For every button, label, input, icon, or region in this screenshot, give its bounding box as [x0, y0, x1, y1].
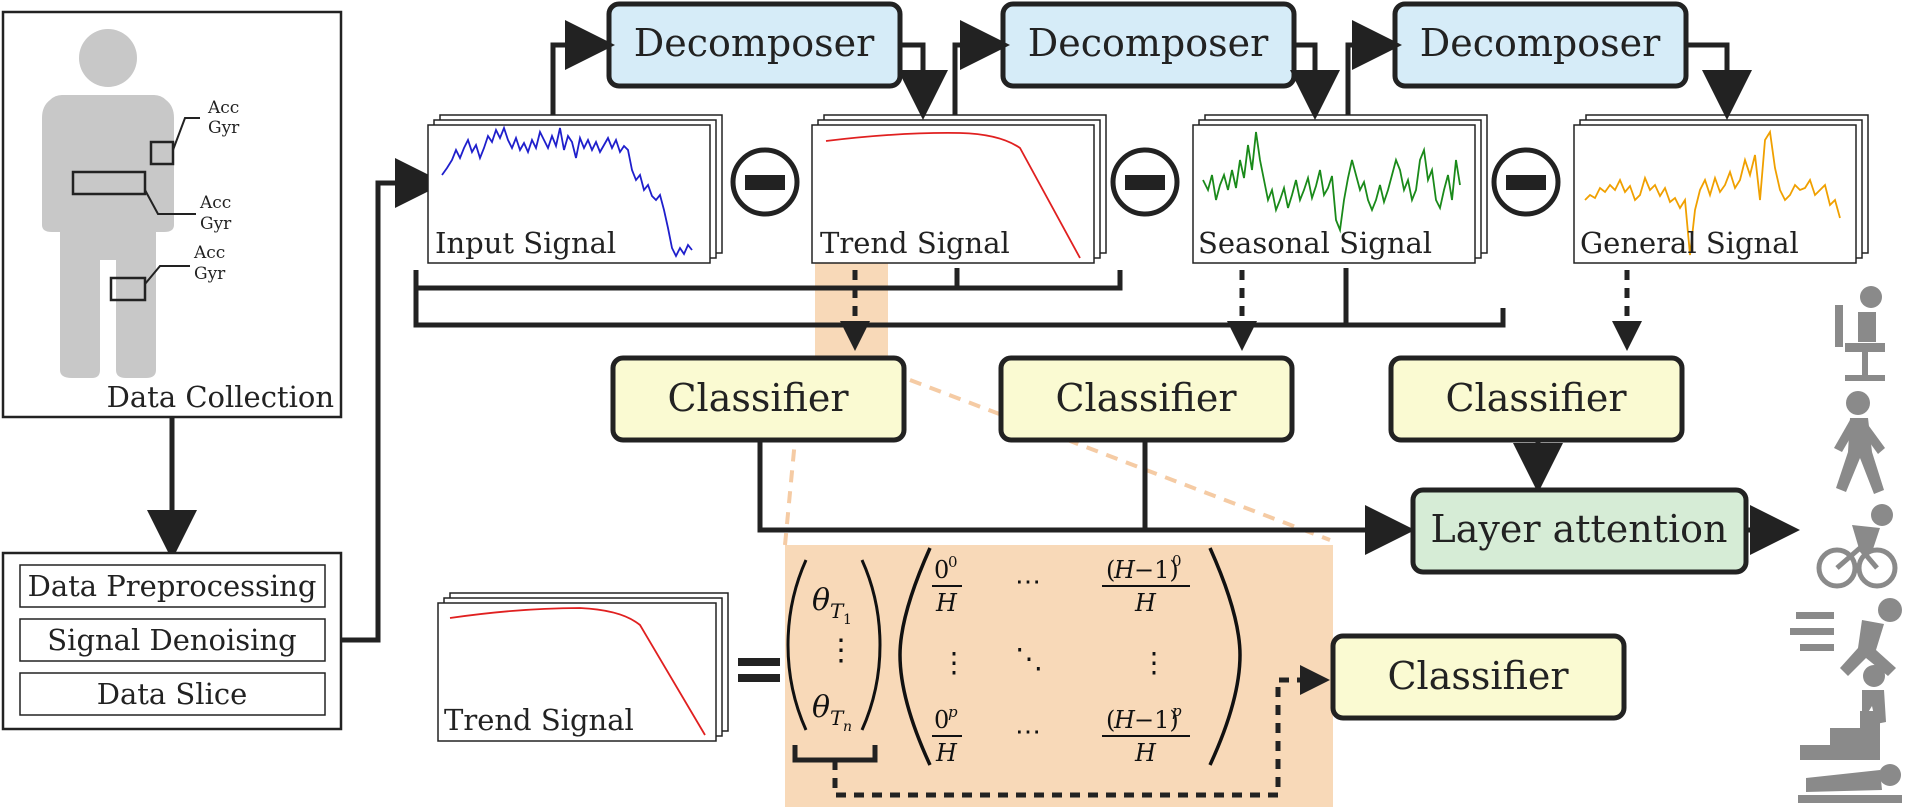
- input-signal-label: Input Signal: [435, 226, 616, 260]
- general-signal-stack: General Signal: [1573, 114, 1869, 264]
- svg-text:0: 0: [948, 553, 958, 571]
- trend-signal-curve: [825, 132, 1081, 259]
- preprocessing-panel: Data Preprocessing Signal Denoising Data…: [1, 551, 343, 731]
- classifier-3: Classifier: [1388, 355, 1685, 443]
- decomposer-1-label: Decomposer: [634, 21, 875, 65]
- theta-vector: θ T 1 ⋮ θ T n: [786, 559, 882, 735]
- svg-text:T: T: [830, 599, 845, 623]
- svg-text:(: (: [1106, 556, 1115, 584]
- svg-text:0: 0: [1172, 552, 1182, 570]
- svg-text:θ: θ: [812, 690, 830, 725]
- general-signal-label: General Signal: [1580, 226, 1799, 260]
- svg-text:(: (: [1106, 706, 1115, 734]
- layer-attention-label: Layer attention: [1430, 507, 1727, 551]
- svg-text:H: H: [935, 739, 958, 767]
- input-signal-waveform: [441, 125, 693, 259]
- seasonal-signal-waveform: [1202, 131, 1461, 234]
- svg-text:⋯: ⋯: [1015, 567, 1041, 597]
- sensor-1-acc: Acc: [207, 98, 239, 118]
- svg-text:H: H: [1134, 739, 1157, 767]
- svg-text:⋮: ⋮: [826, 633, 856, 668]
- svg-text:H: H: [1113, 706, 1136, 734]
- basis-matrix: 0 0 H ⋯ ( H −1) 0 H ⋮ ⋱ ⋮ 0 p H ⋯ ( H −1…: [898, 547, 1242, 767]
- layer-attention-box: Layer attention: [1410, 487, 1749, 575]
- svg-text:T: T: [830, 706, 845, 730]
- cycling-person-icon: [1816, 504, 1898, 589]
- svg-text:H: H: [1134, 589, 1157, 617]
- svg-text:p: p: [948, 703, 958, 721]
- running-person-icon: [1790, 598, 1902, 676]
- sensor-3-acc: Acc: [193, 243, 225, 263]
- svg-text:1: 1: [843, 612, 852, 628]
- svg-text:0: 0: [934, 706, 949, 734]
- step-signal-denoising: Signal Denoising: [47, 623, 296, 657]
- sensor-2-acc: Acc: [199, 193, 231, 213]
- detail-classifier-label: Classifier: [1387, 654, 1569, 698]
- decomposer-2: Decomposer: [1000, 1, 1297, 89]
- svg-text:⋮: ⋮: [940, 646, 968, 679]
- sensor-2-gyr: Gyr: [200, 214, 232, 234]
- decomposer-2-label: Decomposer: [1028, 21, 1269, 65]
- trend-detail-signal: Trend Signal: [437, 592, 729, 742]
- lying-person-icon: [1798, 764, 1902, 803]
- detail-classifier: Classifier: [1330, 633, 1627, 721]
- trend-detail-curve: [449, 607, 706, 736]
- svg-text:⋮: ⋮: [1140, 646, 1168, 679]
- waist-sensor: [71, 170, 147, 196]
- trend-highlight-strip: [815, 262, 888, 357]
- trend-detail-highlight: [785, 545, 1333, 807]
- decomposer-3-label: Decomposer: [1420, 21, 1661, 65]
- classifier-3-label: Classifier: [1445, 376, 1627, 420]
- zoom-line-right: [909, 378, 1331, 542]
- input-signal-stack: Input Signal: [427, 114, 723, 264]
- general-signal-waveform: [1584, 129, 1841, 256]
- data-collection-title: Data Collection: [107, 380, 334, 414]
- decomposer-3: Decomposer: [1392, 1, 1689, 89]
- sitting-person-icon: [1835, 286, 1885, 381]
- classifier-2-label: Classifier: [1055, 376, 1237, 420]
- step-data-preprocessing: Data Preprocessing: [28, 569, 317, 603]
- zoom-line-left: [783, 439, 797, 546]
- step-data-slice: Data Slice: [97, 677, 248, 711]
- classifier-1: Classifier: [610, 355, 907, 443]
- trend-detail-label: Trend Signal: [444, 703, 634, 737]
- thigh-sensor: [109, 276, 147, 302]
- climbing-stairs-icon: [1800, 665, 1886, 760]
- svg-text:H: H: [935, 589, 958, 617]
- walking-person-icon: [1834, 391, 1885, 494]
- svg-text:H: H: [1113, 556, 1136, 584]
- svg-text:θ: θ: [812, 583, 830, 618]
- data-collection-panel: Acc Gyr Acc Gyr Acc Gyr Data Collection: [1, 10, 343, 419]
- seasonal-signal-label: Seasonal Signal: [1198, 226, 1432, 260]
- minus-circle-icon: [1491, 147, 1561, 217]
- equals-sign: [738, 658, 780, 682]
- svg-text:−1): −1): [1134, 556, 1179, 584]
- svg-text:0: 0: [934, 556, 949, 584]
- seasonal-signal-stack: Seasonal Signal: [1192, 114, 1488, 264]
- minus-circle-icon: [730, 147, 800, 217]
- decomposer-1: Decomposer: [606, 1, 903, 89]
- classifier-2: Classifier: [998, 355, 1295, 443]
- minus-circle-icon: [1110, 147, 1180, 217]
- trend-signal-stack: Trend Signal: [811, 114, 1107, 264]
- svg-text:−1): −1): [1134, 706, 1179, 734]
- sensor-1-gyr: Gyr: [208, 118, 240, 138]
- person-body-icon: [42, 29, 174, 378]
- svg-text:n: n: [843, 719, 852, 735]
- svg-text:⋯: ⋯: [1015, 717, 1041, 747]
- svg-text:p: p: [1172, 702, 1182, 720]
- classifier-1-label: Classifier: [667, 376, 849, 420]
- sensor-3-gyr: Gyr: [194, 264, 226, 284]
- svg-text:⋱: ⋱: [1015, 642, 1043, 675]
- wrist-sensor: [149, 140, 175, 166]
- trend-signal-label: Trend Signal: [820, 226, 1010, 260]
